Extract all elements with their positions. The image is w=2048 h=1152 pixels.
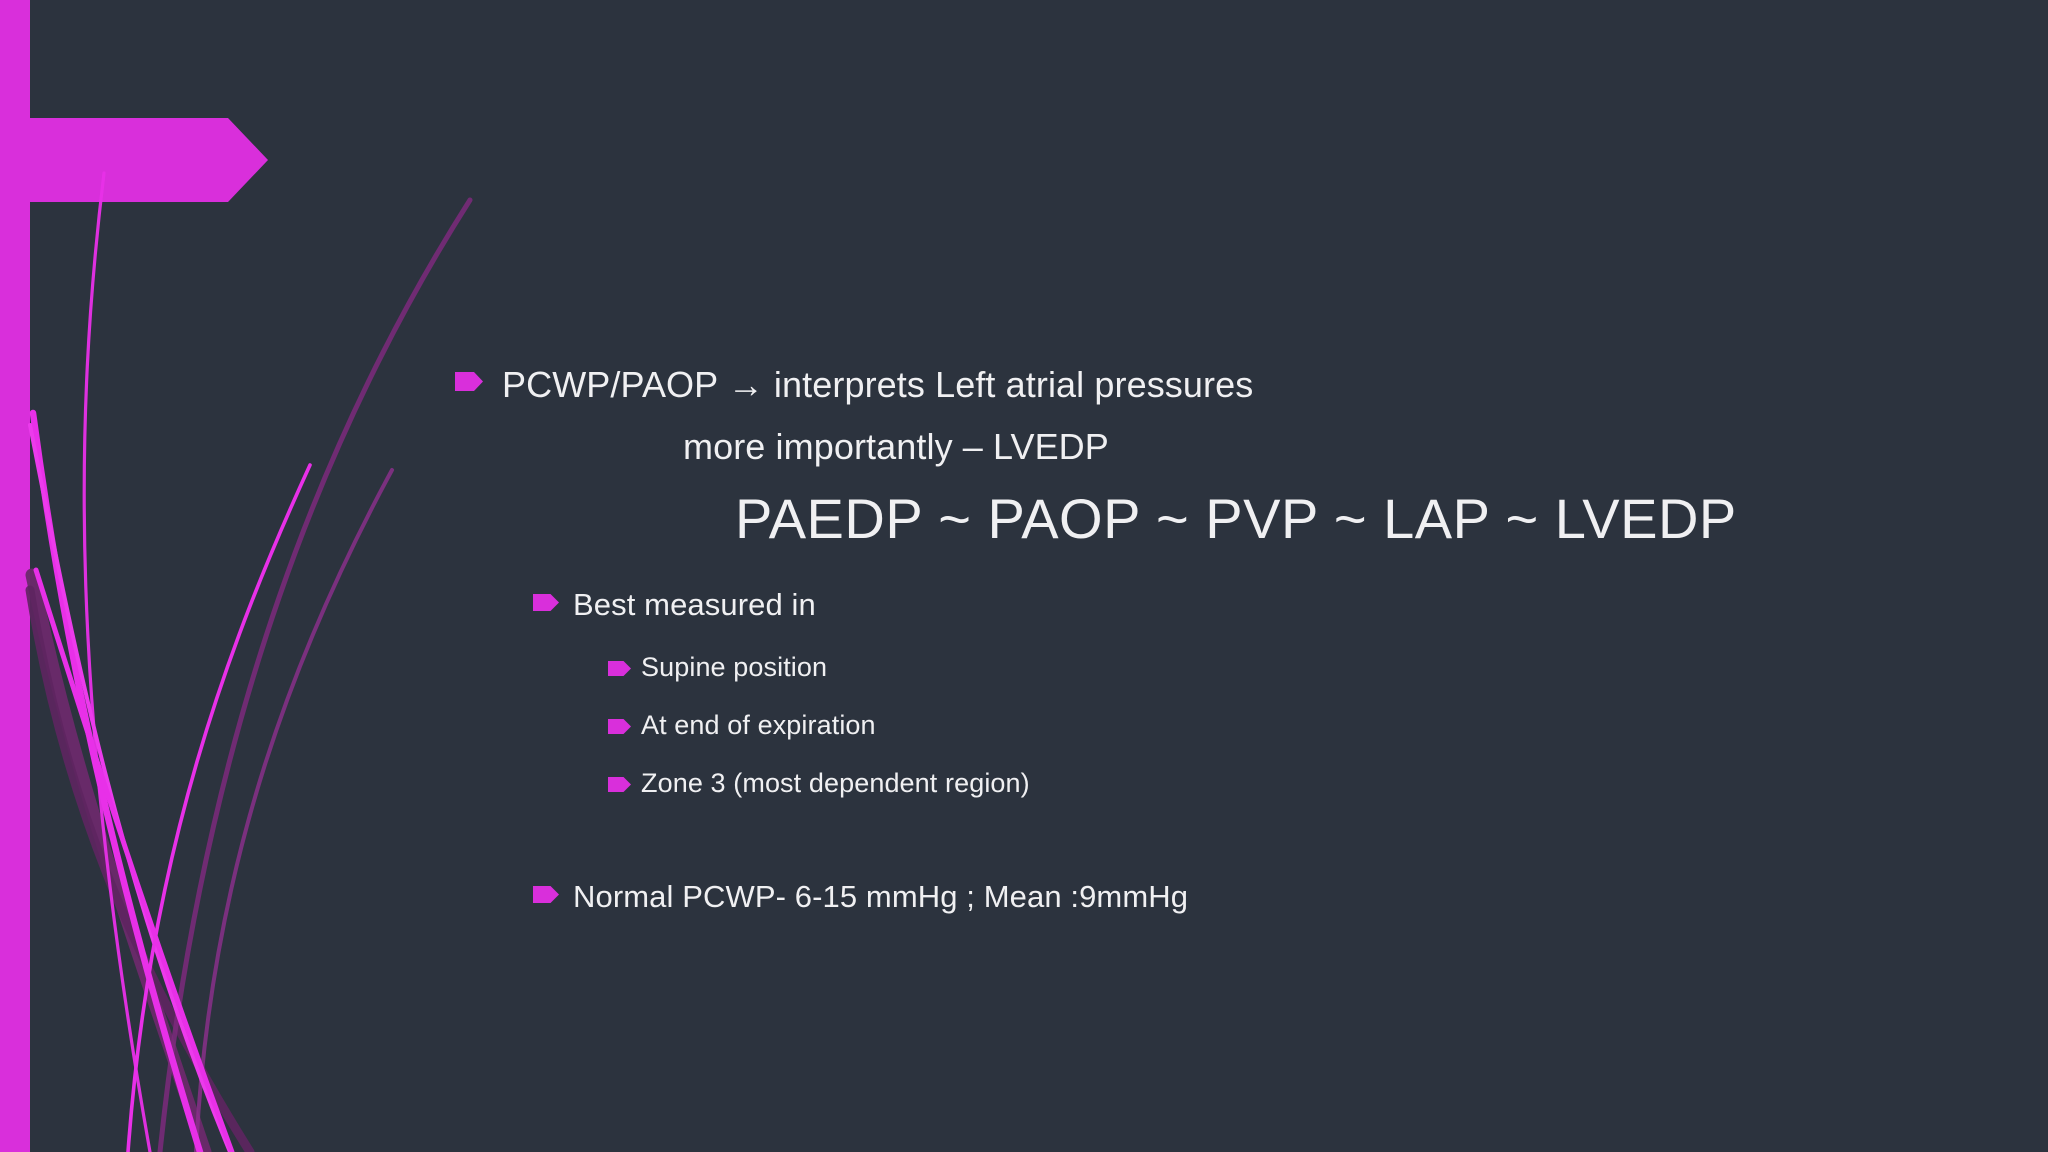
bullet-marker-icon [608,777,631,792]
bullet-text-supine-position: Supine position [641,652,828,682]
bullet-text-at-end-of-expiration: At end of expiration [641,710,876,740]
equation-text-pressure-chain: PAEDP ~ PAOP ~ PVP ~ LAP ~ LVEDP [735,487,1737,550]
bullet-marker-icon [608,661,631,676]
bullet-text-pcwp-paop: PCWP/PAOP → interprets Left atrial press… [502,364,1254,405]
bullet-marker-icon [533,886,559,903]
bullet-text-more-importantly: more importantly – LVEDP [683,426,1109,467]
bullet-marker-icon [455,372,483,391]
bullet-marker-icon [533,594,559,611]
bullet-text-best-measured-in: Best measured in [573,587,816,622]
bullet-text-zone-3: Zone 3 (most dependent region) [641,768,1030,798]
bullet-text-normal-pcwp-values: Normal PCWP- 6-15 mmHg ; Mean :9mmHg [573,879,1189,914]
bullet-marker-icon [608,719,631,734]
